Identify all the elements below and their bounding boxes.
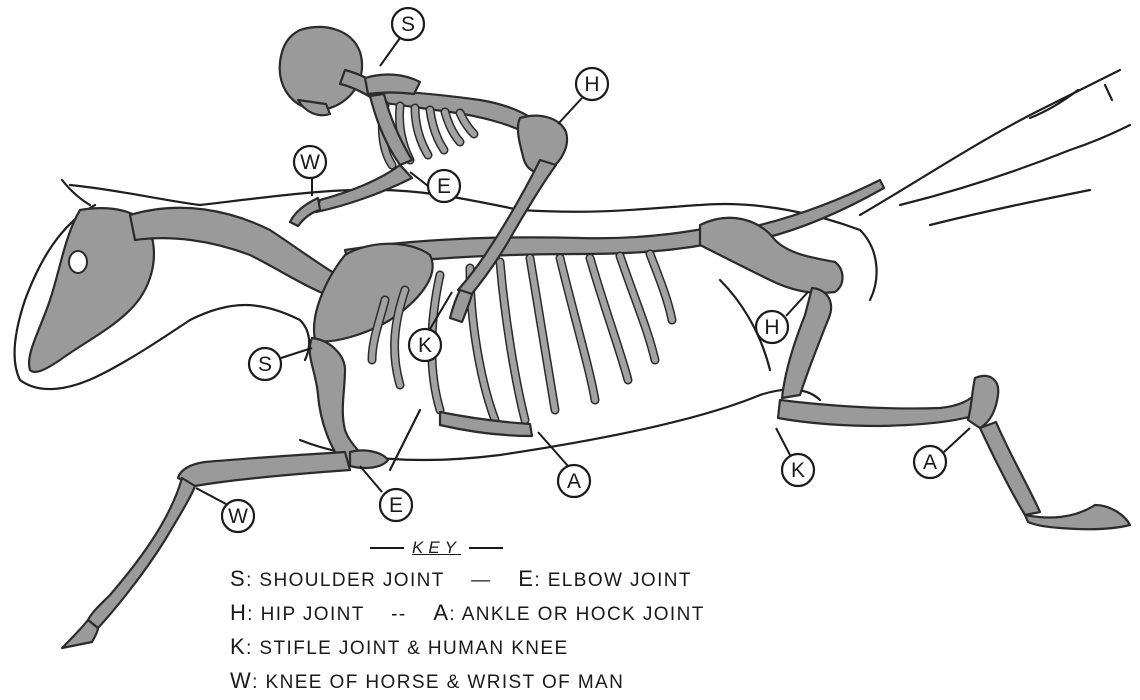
label-horse-shoulder: S xyxy=(249,348,312,380)
key-letter: E xyxy=(518,566,534,591)
key-separator: -- xyxy=(391,604,406,625)
human-forearm xyxy=(316,165,412,212)
horse-forearm xyxy=(178,452,350,486)
horse-sternum xyxy=(440,412,532,436)
horse-eye-socket xyxy=(69,251,87,273)
key-letter: A xyxy=(433,600,449,625)
svg-text:E: E xyxy=(437,175,451,198)
horse-elbow-cap xyxy=(350,450,388,468)
horse-tibia xyxy=(778,392,985,426)
svg-text:S: S xyxy=(258,353,272,376)
key-text: : ANKLE OR HOCK JOINT xyxy=(449,604,704,625)
key-letter: W xyxy=(230,668,252,693)
svg-text:E: E xyxy=(389,494,403,517)
svg-text:K: K xyxy=(791,459,805,482)
label-horse-elbow: E xyxy=(360,466,412,521)
human-skull xyxy=(280,27,362,110)
key-separator: — xyxy=(471,570,491,591)
key-letter: K xyxy=(230,634,246,659)
key-line-2: H: HIP JOINT -- A: ANKLE OR HOCK JOINT xyxy=(230,600,930,626)
svg-text:K: K xyxy=(418,334,432,357)
key-text: : KNEE OF HORSE & WRIST OF MAN xyxy=(252,672,624,693)
label-human-elbow: E xyxy=(410,170,460,202)
key-dash-right xyxy=(469,547,503,549)
label-horse-stifle: K xyxy=(776,428,814,486)
label-human-hip: H xyxy=(558,68,608,124)
label-text-human-shoulder: S xyxy=(401,13,415,36)
svg-text:A: A xyxy=(923,451,937,474)
svg-text:H: H xyxy=(584,73,599,96)
horse-hind-hoof xyxy=(1025,505,1130,529)
key-letter: H xyxy=(230,600,247,625)
key-text: : HIP JOINT xyxy=(247,604,364,625)
key-line-3: K: STIFLE JOINT & HUMAN KNEE xyxy=(230,634,930,660)
horse-femur xyxy=(782,288,831,398)
label-horse-hock: A xyxy=(914,428,970,478)
human-hand xyxy=(290,198,320,226)
human-femur xyxy=(458,160,556,296)
horse-hind-cannon xyxy=(980,422,1040,515)
label-human-wrist: W xyxy=(294,146,326,196)
label-human-shoulder: S xyxy=(380,8,424,66)
svg-text:W: W xyxy=(300,151,320,174)
key-letter: S xyxy=(230,566,246,591)
key-line-4: W: KNEE OF HORSE & WRIST OF MAN xyxy=(230,668,930,694)
key-dash-left xyxy=(370,547,404,549)
key-legend: KEY S: SHOULDER JOINT — E: ELBOW JOINT H… xyxy=(230,538,930,694)
key-title-row: KEY xyxy=(370,538,930,558)
horse-fore-cannon xyxy=(88,478,195,628)
horse-fore-hoof xyxy=(62,620,98,648)
key-text: : ELBOW JOINT xyxy=(534,570,692,591)
label-horse-wrist: W xyxy=(196,488,254,532)
key-line-1: S: SHOULDER JOINT — E: ELBOW JOINT xyxy=(230,566,930,592)
svg-text:A: A xyxy=(567,470,581,493)
horse-hock xyxy=(968,376,998,428)
key-text: : STIFLE JOINT & HUMAN KNEE xyxy=(246,638,569,659)
human-shoulder xyxy=(365,75,420,94)
horse-neck-vertebrae xyxy=(130,208,345,300)
svg-text:W: W xyxy=(228,505,248,528)
svg-text:H: H xyxy=(764,316,779,339)
key-title: KEY xyxy=(412,538,461,558)
key-text: : SHOULDER JOINT xyxy=(246,570,444,591)
